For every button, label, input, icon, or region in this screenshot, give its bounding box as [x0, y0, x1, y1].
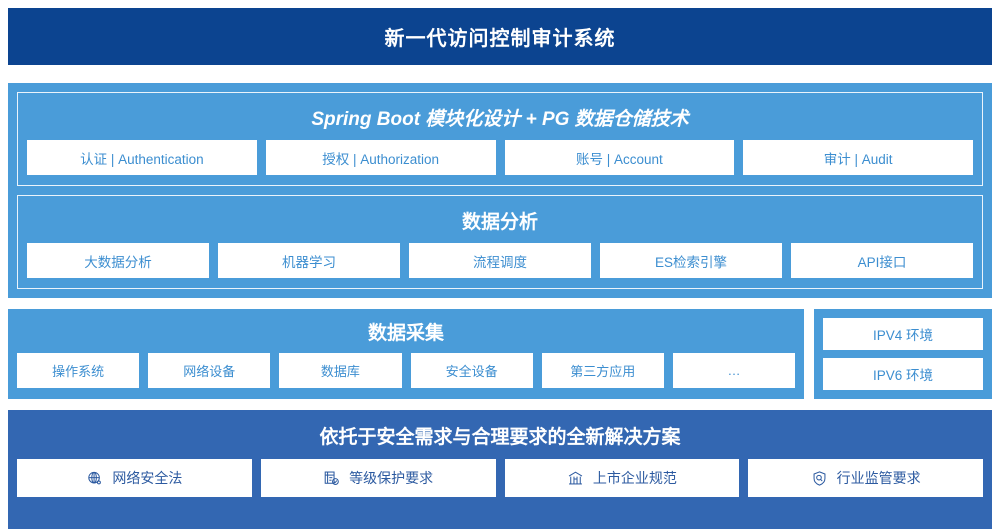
platform-chip-account[interactable]: 账号 | Account: [504, 140, 735, 175]
analysis-chip-es-search[interactable]: ES检索引擎: [600, 243, 782, 278]
collection-title: 数据采集: [367, 323, 444, 344]
chip-label: …: [727, 363, 741, 378]
analysis-title: 数据分析: [461, 212, 538, 233]
chip-label: IPV4 环境: [872, 328, 934, 343]
chip-label: 审计 | Audit: [823, 151, 893, 167]
chip-label: 数据库: [320, 364, 360, 379]
chip-label: 大数据分析: [84, 254, 152, 270]
analysis-chip-row: 大数据分析 机器学习 流程调度 ES检索引擎 API接口: [27, 243, 973, 278]
collection-band: 数据采集 操作系统 网络设备 数据库 安全设备 第三方应用 …: [8, 309, 992, 399]
platform-chip-authorization[interactable]: 授权 | Authorization: [265, 140, 496, 175]
compliance-chip-cybersecurity-law[interactable]: 网络安全法: [17, 459, 252, 497]
shield-search-icon: [811, 470, 828, 487]
environment-section: IPV4 环境 IPV6 环境: [814, 309, 992, 399]
compliance-chip-classified-protection[interactable]: 等级保护要求: [260, 459, 496, 497]
compliance-chip-industry-regulation[interactable]: 行业监管要求: [748, 459, 983, 497]
chip-label: 网络设备: [183, 364, 236, 379]
chip-label: 账号 | Account: [575, 151, 663, 167]
collection-chip-more[interactable]: …: [672, 353, 796, 388]
chip-label: 机器学习: [282, 254, 336, 270]
chip-label: 认证 | Authentication: [80, 151, 204, 167]
collection-chip-database[interactable]: 数据库: [279, 353, 402, 388]
chip-label: 流程调度: [473, 254, 527, 270]
chip-label: IPV6 环境: [872, 368, 934, 383]
platform-chip-row: 认证 | Authentication 授权 | Authorization 账…: [27, 140, 973, 175]
environment-chip-ipv4[interactable]: IPV4 环境: [823, 318, 983, 350]
chip-label: API接口: [857, 254, 907, 270]
chip-label: 等级保护要求: [349, 470, 434, 486]
chip-label: 行业监管要求: [836, 470, 921, 486]
analysis-subpanel: 数据分析 大数据分析 机器学习 流程调度 ES检索引擎 API接口: [17, 195, 983, 289]
platform-subpanel: Spring Boot 模块化设计 + PG 数据仓储技术 认证 | Authe…: [17, 92, 983, 186]
chip-label: 授权 | Authorization: [322, 151, 440, 167]
chip-label: 操作系统: [52, 364, 105, 379]
compliance-title: 依托于安全需求与合理要求的全新解决方案: [319, 427, 681, 448]
platform-title: Spring Boot 模块化设计 + PG 数据仓储技术: [311, 109, 689, 130]
bank-building-icon: [567, 470, 584, 487]
page-header: 新一代访问控制审计系统: [8, 8, 992, 65]
analysis-chip-bigdata[interactable]: 大数据分析: [27, 243, 209, 278]
document-check-icon: [323, 470, 340, 487]
environment-chip-ipv6[interactable]: IPV6 环境: [823, 358, 983, 390]
platform-chip-authentication[interactable]: 认证 | Authentication: [27, 140, 257, 175]
chip-label: 上市企业规范: [592, 470, 677, 486]
collection-chip-third-party-app[interactable]: 第三方应用: [541, 353, 664, 388]
analysis-chip-machine-learning[interactable]: 机器学习: [218, 243, 400, 278]
platform-chip-audit[interactable]: 审计 | Audit: [743, 140, 973, 175]
page-title: 新一代访问控制审计系统: [384, 28, 616, 50]
collection-chip-network-device[interactable]: 网络设备: [148, 353, 271, 388]
analysis-chip-api[interactable]: API接口: [791, 243, 973, 278]
compliance-section: 依托于安全需求与合理要求的全新解决方案 网络安全法: [8, 410, 992, 529]
chip-label: ES检索引擎: [654, 254, 727, 270]
platform-section: Spring Boot 模块化设计 + PG 数据仓储技术 认证 | Authe…: [8, 83, 992, 298]
collection-chip-row: 操作系统 网络设备 数据库 安全设备 第三方应用 …: [17, 353, 796, 388]
globe-network-icon: [86, 470, 103, 487]
chip-label: 第三方应用: [570, 364, 636, 379]
collection-chip-operating-system[interactable]: 操作系统: [17, 353, 140, 388]
collection-section: 数据采集 操作系统 网络设备 数据库 安全设备 第三方应用 …: [8, 309, 804, 399]
analysis-chip-process-scheduling[interactable]: 流程调度: [409, 243, 591, 278]
compliance-chip-listed-enterprise[interactable]: 上市企业规范: [504, 459, 740, 497]
chip-label: 网络安全法: [112, 470, 183, 486]
collection-chip-security-device[interactable]: 安全设备: [410, 353, 533, 388]
compliance-chip-row: 网络安全法 等级保护要求: [17, 459, 983, 497]
chip-label: 安全设备: [445, 364, 498, 379]
